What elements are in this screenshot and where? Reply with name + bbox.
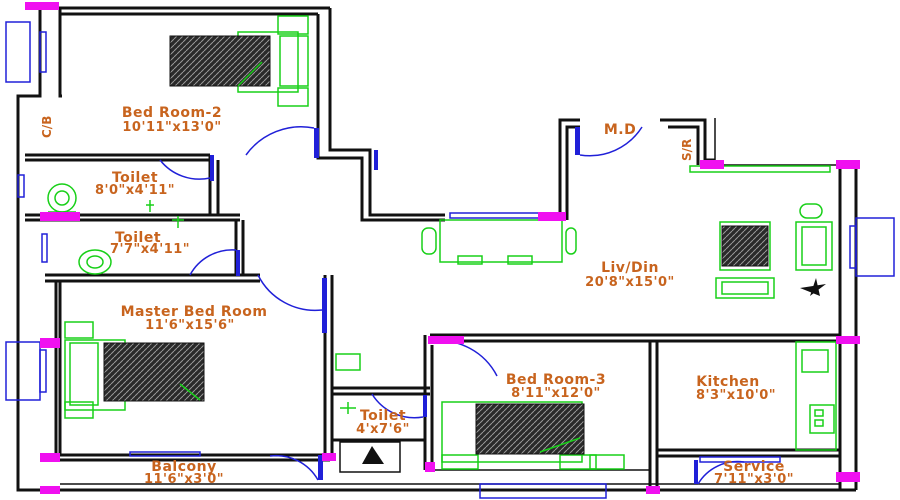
plant-icon	[800, 278, 826, 296]
label-master: Master Bed Room	[121, 304, 268, 320]
sofa-right	[795, 221, 833, 271]
size-bedroom3: 8'11"x12'0"	[511, 386, 601, 401]
window-living	[855, 217, 895, 277]
size-kitchen: 8'3"x10'0"	[696, 388, 776, 403]
washbasin	[335, 353, 361, 371]
label-cb: C/B	[40, 116, 54, 138]
window-bedroom2	[5, 21, 31, 83]
kitchen-counter	[795, 341, 837, 451]
size-service: 7'11"x3'0"	[714, 472, 794, 487]
size-living: 20'8"x15'0"	[585, 275, 675, 290]
label-toilet2: Toilet	[115, 230, 161, 246]
size-balcony: 11'6"x3'0"	[144, 472, 224, 487]
wc-toilet2	[78, 249, 112, 275]
label-bedroom3: Bed Room-3	[506, 372, 606, 388]
dining-table	[439, 219, 563, 263]
size-bedroom2: 10'11"x13'0"	[122, 120, 221, 135]
size-toilet2: 7'7"x4'11"	[110, 242, 190, 257]
label-kitchen: Kitchen	[696, 374, 760, 390]
label-md: M.D	[604, 122, 636, 138]
furniture	[47, 15, 837, 473]
wc-toilet3	[339, 441, 401, 473]
label-balcony: Balcony	[151, 459, 216, 475]
columns	[25, 2, 860, 494]
windows	[5, 21, 895, 499]
label-sr: S/R	[680, 139, 694, 161]
wc-toilet1	[47, 183, 77, 213]
room-labels: Bed Room-2 10'11"x13'0" C/B Toilet 8'0"x…	[40, 105, 794, 487]
rug	[719, 221, 771, 271]
sofa-bottom	[715, 277, 775, 299]
size-toilet3: 4'x7'6"	[356, 422, 410, 437]
label-toilet3: Toilet	[360, 408, 406, 424]
window-master	[5, 341, 41, 401]
window-bedroom3	[479, 483, 607, 499]
label-living: Liv/Din	[601, 260, 659, 276]
label-bedroom2: Bed Room-2	[122, 105, 222, 121]
size-master: 11'6"x15'6"	[145, 318, 235, 333]
size-toilet1: 8'0"x4'11"	[95, 183, 175, 198]
label-service: Service	[723, 459, 785, 475]
label-toilet1: Toilet	[112, 170, 158, 186]
